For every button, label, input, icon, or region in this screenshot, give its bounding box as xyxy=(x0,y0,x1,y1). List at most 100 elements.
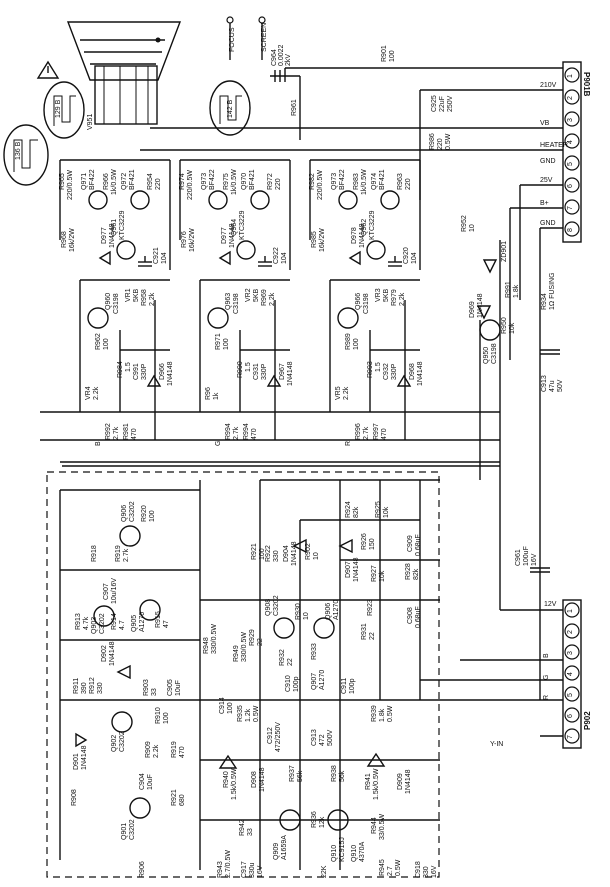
component-label: 330/0.5W xyxy=(241,632,248,662)
resistor-value: 10k xyxy=(509,322,516,334)
component-label: 2.7 xyxy=(387,866,394,876)
p901b-signal-label: 25V xyxy=(540,177,553,184)
component-label: D908 xyxy=(251,771,258,788)
screen-label: SCREEN xyxy=(261,23,268,52)
resistor-value: 220 xyxy=(275,178,282,190)
component-label: 10k xyxy=(379,570,386,582)
p901b-name: P901B xyxy=(582,72,591,97)
resistor-value: 1.5 xyxy=(245,362,252,372)
component-label: R930 xyxy=(295,603,302,620)
p901b-pin xyxy=(564,89,580,105)
p902-name: P902 xyxy=(583,711,592,730)
p901b-pin xyxy=(564,133,580,149)
capacitor-label: C961 xyxy=(515,549,522,566)
resistor-label: R979 xyxy=(391,289,398,306)
transistor-label: Q973 xyxy=(201,173,208,190)
p902-pin-number: 2 xyxy=(567,630,574,634)
component-label: R929 xyxy=(249,629,256,646)
component-label: C3202 xyxy=(273,595,280,616)
component-label: D901 xyxy=(73,753,80,770)
component-label: R902 xyxy=(305,543,312,560)
component-label: C917 xyxy=(241,861,248,878)
p902-signal-b: B xyxy=(543,653,550,658)
component-label: R935 xyxy=(237,705,244,722)
component-label: R926 xyxy=(361,533,368,550)
pot-value: 1k xyxy=(213,392,220,400)
component-label: R948 xyxy=(203,637,210,654)
component-label: 100p xyxy=(293,676,300,692)
connector-p902 xyxy=(562,599,582,749)
p901b-pin xyxy=(564,177,580,193)
p901b-pin-number: 1 xyxy=(567,74,574,78)
resistor-value: 1.5 xyxy=(125,362,132,372)
resistor-label: R985 xyxy=(311,231,318,248)
transistor-type: KTC3229 xyxy=(239,210,246,240)
component-label: 56k xyxy=(339,770,346,782)
p901b-pin-number: 4 xyxy=(567,140,574,144)
component-label: C904 xyxy=(139,773,146,790)
resistor-label: R986 xyxy=(429,133,436,150)
p902-pin xyxy=(564,686,580,702)
resistor-value: 100 xyxy=(223,338,230,350)
capacitor-label: C932 xyxy=(383,363,390,380)
capacitor-value: 330P xyxy=(391,363,398,380)
focus-label: FOCUS xyxy=(229,27,236,52)
component-label: R911 xyxy=(73,678,80,694)
capacitor-value: 100uF xyxy=(523,546,530,566)
y-in-label: Y-IN xyxy=(490,741,503,748)
p901b-pin xyxy=(564,155,580,171)
capacitor-label: C921 xyxy=(153,247,160,264)
capacitor-label: C991 xyxy=(133,363,140,380)
channel-tag: G xyxy=(215,441,222,446)
component-label: 22 xyxy=(369,632,376,640)
component-label: R927 xyxy=(371,565,378,582)
component-label: 472 xyxy=(319,734,326,746)
component-label: C914 xyxy=(219,697,226,714)
crt-neck xyxy=(36,21,182,125)
pot-value: 2.2k xyxy=(93,386,100,400)
resistor-value: 2.7k xyxy=(233,426,240,440)
resistor-label: R962 xyxy=(95,333,102,350)
p902-pin xyxy=(564,644,580,660)
capacitor-label: C920 xyxy=(403,247,410,264)
component-label: D909 xyxy=(397,773,404,790)
resistor-value: 220 xyxy=(155,178,162,190)
component-label: 82k xyxy=(353,506,360,518)
crt-label: V951 xyxy=(87,114,94,130)
p901b-signal-label: GND xyxy=(540,158,556,165)
transistor-label: Q966 xyxy=(355,293,362,310)
resistor-value: 16k/2W xyxy=(69,228,76,252)
component-label: C3202 xyxy=(99,613,106,634)
diode-type: 1N4148 xyxy=(417,361,424,386)
component-label: C3202 xyxy=(129,501,136,522)
component-label: 1.2k xyxy=(245,708,252,722)
component-label: 22 xyxy=(257,638,264,646)
component-label: A1659A xyxy=(281,835,288,860)
component-label: C912 xyxy=(267,727,274,744)
capacitor-value: 104 xyxy=(411,252,418,264)
p901b-pin-number: 2 xyxy=(567,96,574,100)
component-label: 2.2k xyxy=(153,744,160,758)
pot-value: 5KB xyxy=(253,288,260,302)
diode-label: D967 xyxy=(279,363,286,380)
transistor-type: KTC3229 xyxy=(369,210,376,240)
component-label: 2.7k xyxy=(123,548,130,562)
p902-pin-number: 1 xyxy=(567,609,574,613)
resistor-label: R963 xyxy=(397,173,404,190)
component-label: R919 xyxy=(171,741,178,758)
component-label: 1N4148 xyxy=(291,541,298,566)
diode-type: 1N4148 xyxy=(229,223,236,248)
component-label: 10uF xyxy=(175,680,182,696)
component-label: Q902 xyxy=(111,735,118,752)
component-label: 16V xyxy=(257,865,264,878)
pot-value: 5KB xyxy=(133,288,140,302)
component-label: 33 xyxy=(151,688,158,696)
transistor-label: Q974 xyxy=(371,173,378,190)
component-label: D904 xyxy=(283,545,290,562)
resistor-label: R968 xyxy=(61,231,68,248)
capacitor-value: 330P xyxy=(261,363,268,380)
p902-pin-number: 3 xyxy=(567,651,574,655)
p901b-pin-number: 5 xyxy=(567,162,574,166)
